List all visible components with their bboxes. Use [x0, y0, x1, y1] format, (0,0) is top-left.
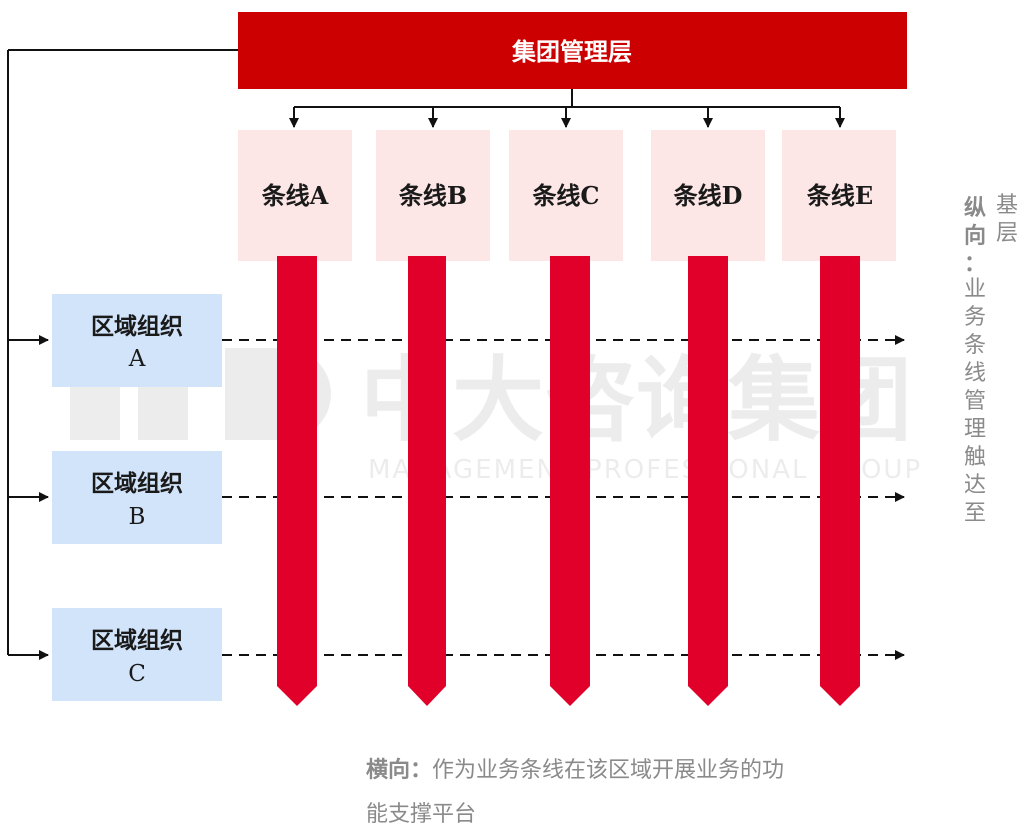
line-label: 条线D [674, 181, 743, 210]
horizontal-note-heading: 横向： [366, 757, 433, 783]
region-box [52, 451, 222, 544]
line-box [238, 130, 352, 261]
line-bar [820, 256, 860, 706]
region-box [52, 294, 222, 387]
region-title: 区域组织 [91, 470, 183, 497]
region-title: 区域组织 [91, 313, 183, 340]
top-connectors [289, 89, 845, 128]
line-box [651, 130, 765, 261]
horizontal-note: 横向：作为业务条线在该区域开展业务的功能支撑平台 [366, 748, 796, 837]
line-label: 条线A [262, 181, 329, 210]
line-column-D: 条线D [651, 130, 765, 706]
region-box-B: 区域组织 B [52, 451, 222, 544]
region-title: 区域组织 [91, 627, 183, 654]
line-bar [550, 256, 590, 706]
line-column-E: 条线E [782, 130, 896, 706]
region-letter: A [128, 346, 146, 372]
vertical-note: 纵向： 业务条线管理触达至 基层 [962, 192, 1022, 532]
vertical-note-text-1: 业务条线管理触达至 [963, 277, 986, 526]
region-letter: B [129, 504, 146, 530]
line-box [782, 130, 896, 261]
region-box [52, 608, 222, 701]
management-label: 集团管理层 [511, 37, 632, 66]
vertical-note-heading: 纵向： [962, 194, 988, 278]
line-label: 条线E [807, 181, 873, 210]
region-box-C: 区域组织 C [52, 608, 222, 701]
line-label: 条线B [399, 181, 467, 210]
line-bar [408, 256, 446, 706]
line-box [509, 130, 623, 261]
line-label: 条线C [532, 181, 599, 210]
horizontal-note-text: 作为业务条线在该区域开展业务的功能支撑平台 [366, 758, 785, 827]
vertical-note-text-col2: 基层 [994, 192, 1020, 248]
management-box [238, 12, 907, 89]
line-box [376, 130, 490, 261]
line-column-C: 条线C [509, 130, 623, 706]
vertical-note-heading-text: 纵向： [963, 195, 986, 277]
line-column-A: 条线A [238, 130, 352, 706]
line-bar [277, 256, 317, 706]
left-connectors [7, 49, 238, 660]
vertical-note-text-2: 基层 [995, 193, 1018, 246]
vertical-note-text-col1: 业务条线管理触达至 [962, 276, 988, 528]
line-bar [688, 256, 728, 706]
region-box-A: 区域组织 A [52, 294, 222, 387]
line-column-B: 条线B [376, 130, 490, 706]
region-letter: C [128, 661, 146, 687]
